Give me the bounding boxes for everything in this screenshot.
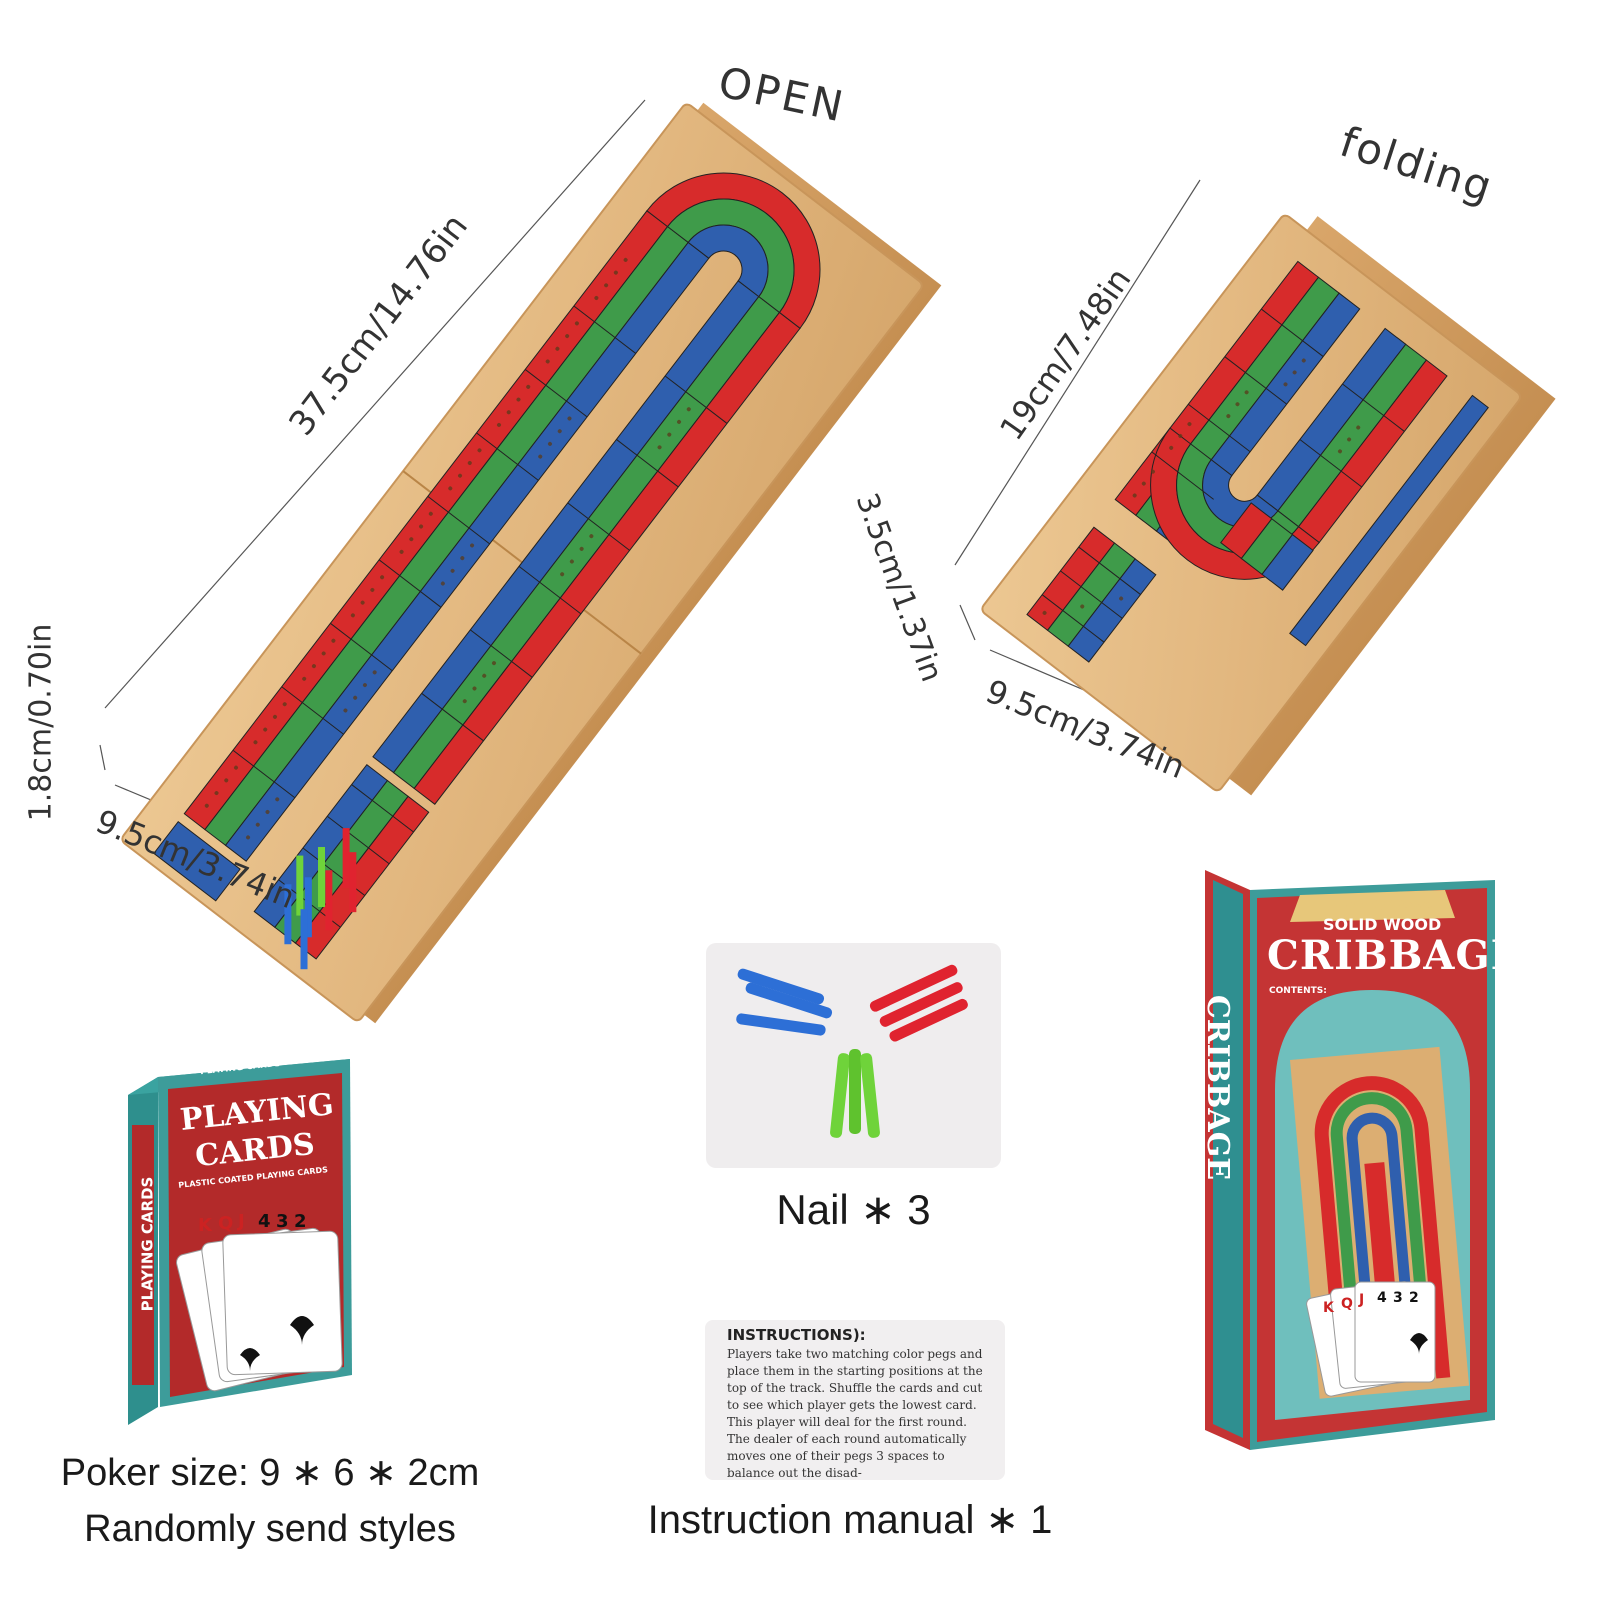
instructions-title: INSTRUCTIONS): (727, 1326, 866, 1344)
box-card-rank-j: J (1359, 1292, 1365, 1308)
instructions-body: Players take two matching color pegs and… (727, 1347, 983, 1480)
box-contents-heading: CONTENTS: (1269, 986, 1327, 996)
box-card-rank-3: 3 (1393, 1290, 1403, 1306)
box-tagline: Family Classic (1345, 897, 1433, 911)
deck-card-rank-q: Q (218, 1213, 234, 1234)
poker-size-caption: Poker size: 9 ∗ 6 ∗ 2cm (60, 1452, 480, 1494)
deck-card-rank-4: 4 (258, 1211, 271, 1232)
random-styles-caption: Randomly send styles (84, 1508, 456, 1550)
box-banner: SOLID WOOD (1323, 915, 1442, 934)
deck-card-rank-j: J (238, 1211, 245, 1232)
box-side-title: CRIBBAGE (1200, 994, 1236, 1181)
box-title: CRIBBAGE (1267, 932, 1523, 979)
deck-card-rank-2: 2 (294, 1211, 307, 1232)
box-card-rank-k: K (1323, 1300, 1334, 1316)
instructions-card: INSTRUCTIONS): Players take two matching… (705, 1320, 1005, 1480)
manual-caption: Instruction manual ∗ 1 (647, 1498, 1053, 1542)
deck-side-text: PLAYING CARDS (138, 1176, 157, 1312)
cribbage-box: Family Classic SOLID WOOD CRIBBAGE CONTE… (1195, 860, 1521, 1460)
box-card-rank-q: Q (1341, 1296, 1353, 1312)
deck-card-rank-3: 3 (276, 1211, 289, 1232)
deck-card-rank-k: K (198, 1215, 212, 1236)
box-card-rank-4: 4 (1377, 1290, 1387, 1306)
pegs-photo (706, 943, 1001, 1168)
box-card-rank-2: 2 (1409, 1290, 1419, 1306)
open-height-label: 1.8cm/0.70in (23, 623, 59, 822)
nail-caption: Nail ∗ 3 (776, 1186, 931, 1233)
playing-cards-deck: PLAYING CARDS PLASTIC COATED PLAYING CAR… (120, 1055, 380, 1435)
